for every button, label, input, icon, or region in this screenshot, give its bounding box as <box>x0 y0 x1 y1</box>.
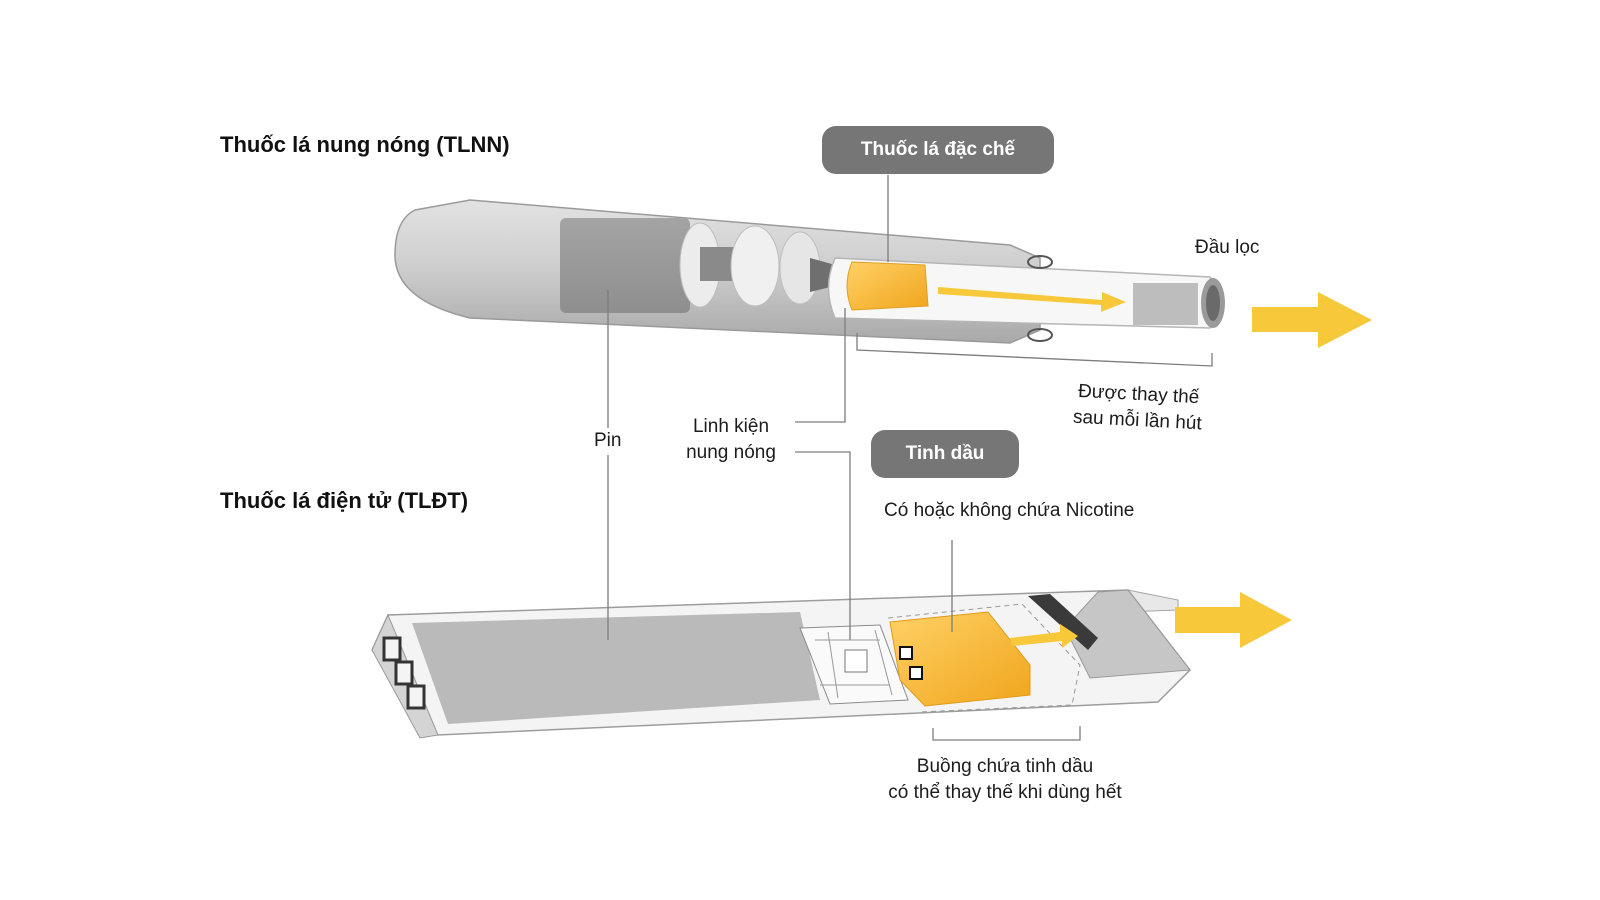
chamber-note: Buồng chứa tinh dầu có thể thay thế khi … <box>860 754 1150 806</box>
battery-block <box>412 612 820 724</box>
filter <box>1133 283 1198 325</box>
tlnn-title: Thuốc lá nung nóng (TLNN) <box>220 132 510 157</box>
heater-ring <box>730 225 780 307</box>
e-cigarette-device <box>371 589 1292 739</box>
inner-flow-arrow <box>1010 624 1078 648</box>
leader-lines <box>607 175 1213 741</box>
oil-pill-label: Tinh dầu <box>871 430 1019 478</box>
chamber-note-line1: Buồng chứa tinh dầu <box>916 756 1094 777</box>
filter-label: Đầu lọc <box>1195 237 1260 258</box>
tobacco-pill-label: Thuốc lá đặc chế <box>822 126 1054 174</box>
output-arrow-top <box>1252 292 1372 348</box>
nicotine-note: Có hoặc không chứa Nicotine <box>884 500 1135 521</box>
replace-note: Được thay thế sau mỗi lần hút <box>1047 377 1229 438</box>
tldt-title: Thuốc lá điện tử (TLĐT) <box>220 488 469 513</box>
inner-flow-arrow <box>938 287 1126 312</box>
tobacco-plug <box>846 261 929 311</box>
battery-label: Pin <box>594 430 622 451</box>
output-arrow-bottom <box>1175 592 1292 648</box>
heater-label: Linh kiện nung nóng <box>668 414 794 466</box>
chamber-note-line2: có thể thay thế khi dùng hết <box>888 782 1122 803</box>
heated-tobacco-device <box>394 199 1372 348</box>
oil-tank <box>889 611 1031 707</box>
heater-label-line1: Linh kiện <box>692 416 770 437</box>
heater-label-line2: nung nóng <box>686 442 776 463</box>
battery-block <box>560 218 690 313</box>
